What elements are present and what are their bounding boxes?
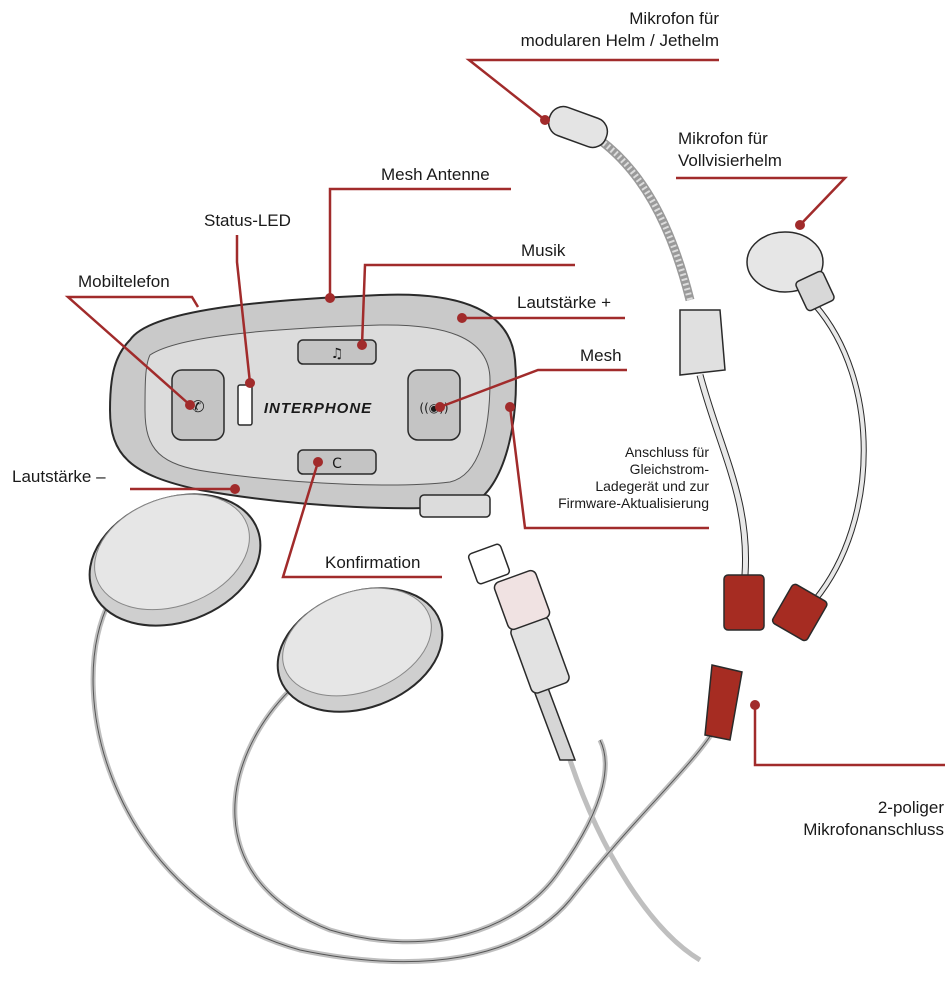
label-mic-jack: 2-poliger Mikrofonanschluss: [803, 797, 944, 841]
label-status-led: Status-LED: [204, 210, 291, 232]
svg-text:C: C: [332, 456, 342, 472]
intercom-device: ✆ ((◉)) ♫ C INTERPHONE: [110, 295, 516, 517]
brand-logo: INTERPHONE: [264, 400, 372, 417]
label-mic-fullface: Mikrofon für Vollvisierhelm: [678, 128, 782, 172]
label-dc-port: Anschluss für Gleichstrom- Ladegerät und…: [558, 444, 709, 512]
label-mesh-antenna: Mesh Antenne: [381, 164, 490, 186]
label-mesh: Mesh: [580, 345, 622, 367]
status-led: [238, 385, 252, 425]
label-phone: Mobiltelefon: [78, 271, 170, 293]
speaker-plug: [468, 543, 575, 760]
label-confirm: Konfirmation: [325, 552, 420, 574]
label-volume-down: Lautstärke –: [12, 466, 106, 488]
fullface-microphone: [747, 232, 864, 600]
svg-text:♫: ♫: [331, 346, 344, 362]
label-volume-up: Lautstärke +: [517, 292, 611, 314]
speaker-right: [260, 566, 459, 733]
label-mic-modular: Mikrofon für modularen Helm / Jethelm: [521, 8, 719, 52]
red-connectors: [705, 575, 828, 740]
label-music: Musik: [521, 240, 565, 262]
